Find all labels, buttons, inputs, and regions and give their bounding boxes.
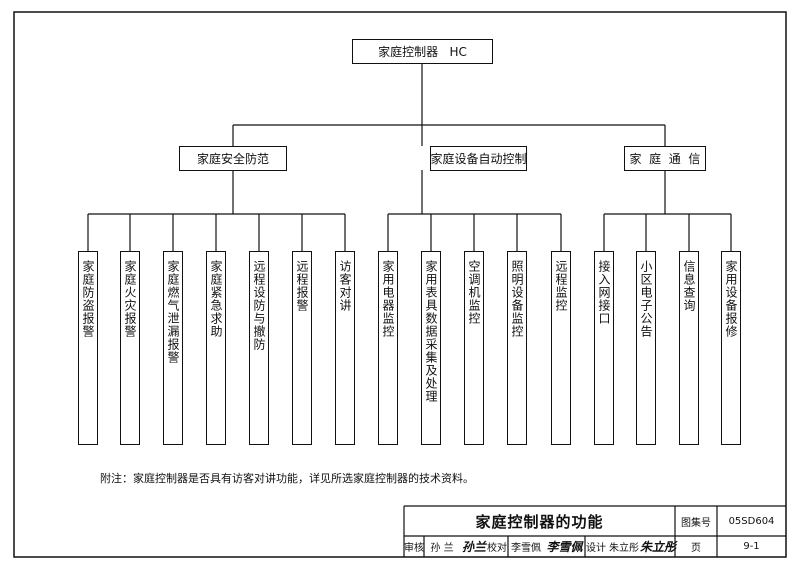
leaf-information-query: 信息查询 <box>679 251 699 445</box>
root-node-label: 家庭控制器 HC <box>378 45 467 59</box>
connector-lines <box>87 63 732 251</box>
leaf-label: 空调机监控 <box>467 260 481 325</box>
leaf-access-network-interface: 接入网接口 <box>594 251 614 445</box>
design-name: 朱立彤 <box>609 543 639 554</box>
review-label: 审核 <box>404 543 424 554</box>
leaf-label: 信息查询 <box>682 260 696 312</box>
category-home-security: 家庭安全防范 <box>179 146 287 171</box>
leaf-device-repair-report: 家用设备报修 <box>721 251 741 445</box>
root-node-home-controller: 家庭控制器 HC <box>352 39 493 64</box>
leaf-lighting-monitoring: 照明设备监控 <box>507 251 527 445</box>
category-label: 家庭设备自动控制 <box>430 152 527 166</box>
leaf-label: 家庭燃气泄漏报警 <box>166 260 180 364</box>
drawing-border <box>13 11 787 558</box>
category-label: 家庭安全防范 <box>196 152 269 166</box>
leaf-label: 家庭火灾报警 <box>123 260 137 338</box>
leaf-home-emergency-help: 家庭紧急求助 <box>206 251 226 445</box>
leaf-label: 家用表具数据采集及处理 <box>424 260 438 403</box>
leaf-label: 小区电子公告 <box>639 260 653 338</box>
leaf-air-conditioner-monitoring: 空调机监控 <box>464 251 484 445</box>
atlas-number: 05SD604 <box>728 515 775 527</box>
title-block-grid <box>403 505 786 557</box>
leaf-home-gas-leak-alarm: 家庭燃气泄漏报警 <box>163 251 183 445</box>
review-signature: 孙兰 <box>461 540 486 554</box>
leaf-community-bulletin: 小区电子公告 <box>636 251 656 445</box>
leaf-label: 家用设备报修 <box>724 260 738 338</box>
leaf-visitor-intercom: 访客对讲 <box>335 251 355 445</box>
leaf-label: 照明设备监控 <box>510 260 524 338</box>
leaf-label: 家用电器监控 <box>381 260 395 338</box>
design-signature: 朱立彤 <box>640 540 677 554</box>
check-signature: 李雪佩 <box>546 540 583 554</box>
leaf-home-burglar-alarm: 家庭防盗报警 <box>78 251 98 445</box>
leaf-label: 接入网接口 <box>597 260 611 325</box>
check-label: 校对 <box>487 543 507 554</box>
leaf-remote-monitoring: 远程监控 <box>551 251 571 445</box>
leaf-label: 远程报警 <box>295 260 309 312</box>
category-home-device-control: 家庭设备自动控制 <box>430 146 527 171</box>
atlas-number-label: 图集号 <box>681 517 711 529</box>
leaf-meter-data-collection: 家用表具数据采集及处理 <box>421 251 441 445</box>
leaf-label: 访客对讲 <box>338 260 352 312</box>
category-home-communication: 家 庭 通 信 <box>624 146 706 171</box>
leaf-remote-arm-disarm: 远程设防与撤防 <box>249 251 269 445</box>
leaf-remote-alarm: 远程报警 <box>292 251 312 445</box>
review-name: 孙 兰 <box>430 543 454 554</box>
leaf-label: 家庭防盗报警 <box>81 260 95 338</box>
category-label: 家 庭 通 信 <box>629 152 701 166</box>
drawing-title: 家庭控制器的功能 <box>475 512 604 531</box>
leaf-appliance-monitoring: 家用电器监控 <box>378 251 398 445</box>
page-label: 页 <box>691 543 701 554</box>
leaf-label: 远程设防与撤防 <box>252 260 266 351</box>
page-number: 9-1 <box>743 541 760 552</box>
leaf-home-fire-alarm: 家庭火灾报警 <box>120 251 140 445</box>
leaf-label: 远程监控 <box>554 260 568 312</box>
design-label: 设计 <box>586 543 606 554</box>
leaf-label: 家庭紧急求助 <box>209 260 223 338</box>
check-name: 李雪佩 <box>511 543 541 554</box>
footnote: 附注：家庭控制器是否具有访客对讲功能，详见所选家庭控制器的技术资料。 <box>100 472 474 485</box>
